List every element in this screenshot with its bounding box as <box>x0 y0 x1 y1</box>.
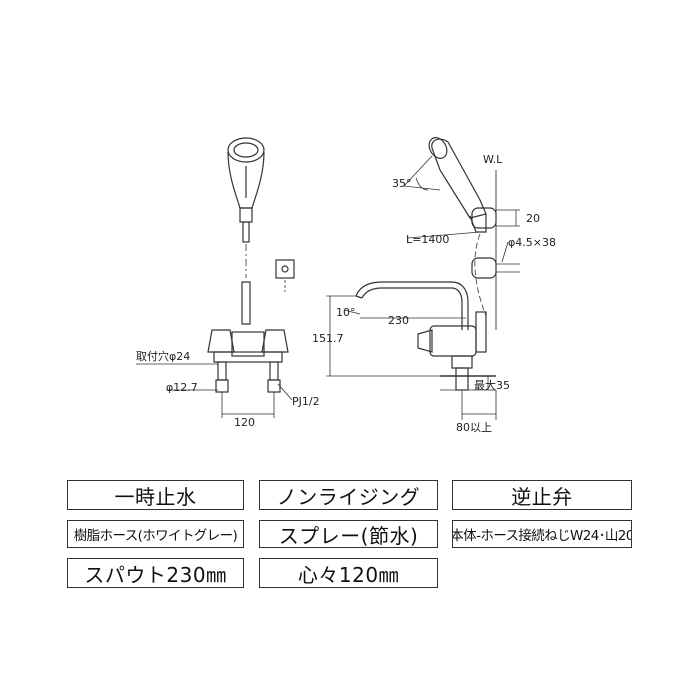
max-thickness-label: 最大35 <box>474 378 510 392</box>
feature-box-temporary-stop: 一時止水 <box>67 480 244 510</box>
clearance-label: 80以上 <box>456 421 492 434</box>
holder-height-label: 20 <box>526 212 540 225</box>
shower-holder-front <box>275 259 295 292</box>
hose-length-label: L=1400 <box>406 233 449 246</box>
spout-height-label: 151.7 <box>312 332 344 345</box>
feature-box-spray: スプレー(節水) <box>259 520 438 548</box>
angle-spout-label: 10° <box>336 306 356 319</box>
spout-side <box>355 281 469 330</box>
feature-box-check-valve: 逆止弁 <box>452 480 632 510</box>
feature-box-center-pitch: 心々120㎜ <box>259 558 438 588</box>
shower-head-front <box>227 137 265 243</box>
pipe-dia-label: φ12.7 <box>166 381 198 394</box>
screw-hole-label: φ4.5×38 <box>508 236 556 249</box>
feature-box-resin-hose: 樹脂ホース(ホワイトグレー) <box>67 520 244 548</box>
mount-hole-label: 取付穴φ24 <box>136 349 190 363</box>
pitch-label: 120 <box>234 416 255 429</box>
spout-length-label: 230 <box>388 314 409 327</box>
feature-box-hose-thread: 本体-ホース接続ねじW24･山20 <box>452 520 632 548</box>
faucet-diagram: W.L 35° L=1400 20 φ4.5×38 10° 230 151.7 … <box>136 137 556 434</box>
shower-head-side <box>428 137 487 233</box>
feature-box-non-rising: ノンライジング <box>259 480 438 510</box>
faucet-body-front <box>207 281 289 393</box>
angle-shower-label: 35° <box>392 177 412 190</box>
thread-label: PJ1/2 <box>292 395 320 408</box>
shower-holder-side <box>471 207 520 279</box>
feature-box-spout-length: スパウト230㎜ <box>67 558 244 588</box>
wl-label: W.L <box>483 153 503 166</box>
